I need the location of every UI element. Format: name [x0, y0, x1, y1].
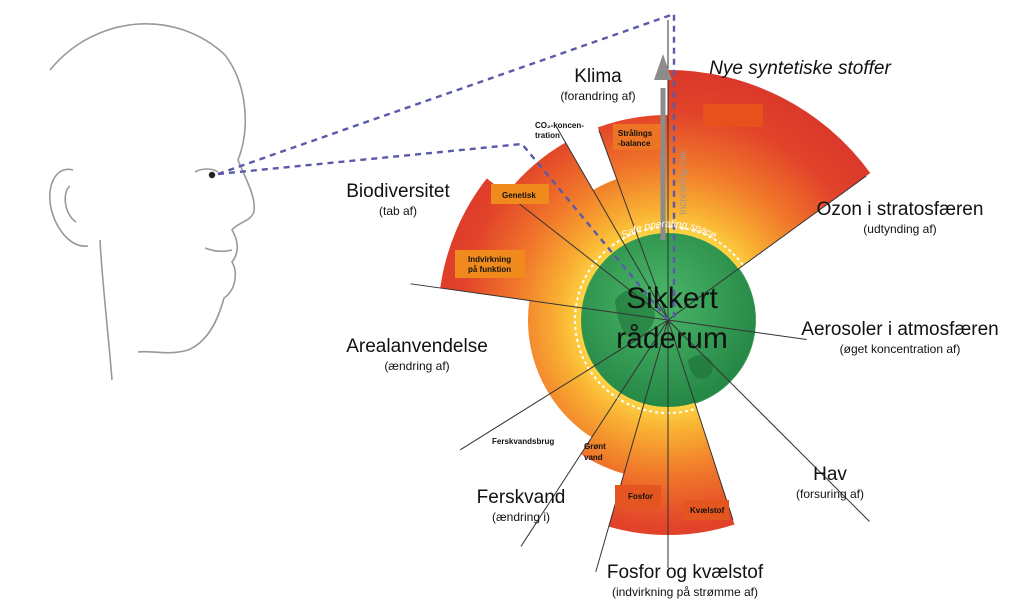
nye-syntetiske-title: Nye syntetiske stoffer [709, 58, 891, 79]
ferskvand-subtitle: (ændring i) [492, 510, 550, 524]
small-labels: CO₂-koncen- tration Strålings -balance G… [468, 121, 725, 515]
divider-line [667, 319, 870, 522]
eye-icon [208, 171, 216, 179]
increasing-risk-text: Increasing risk [678, 150, 689, 215]
klima-subtitle: (forandring af) [560, 89, 635, 103]
ozon-subtitle: (udtynding af) [863, 222, 936, 236]
center-title-line2: råderum [616, 322, 728, 355]
divider-line [667, 175, 867, 321]
divider-line [556, 127, 669, 321]
boundary-labels: Klima (forandring af) Nye syntetiske sto… [346, 58, 999, 599]
divider-line [598, 130, 669, 321]
biodiversitet-title: Biodiversitet [346, 181, 450, 202]
biodiversitet-subtitle: (tab af) [379, 204, 417, 218]
fosfor-kvaelstof-subtitle: (indvirkning på strømme af) [612, 585, 758, 599]
increasing-risk-arrow [654, 54, 672, 240]
klima-title: Klima [574, 66, 622, 87]
fosfor-box [615, 485, 661, 507]
genetisk-box [491, 184, 549, 204]
arealanvendelse-subtitle: (ændring af) [384, 359, 449, 373]
genetisk-label: Genetisk [502, 191, 536, 200]
ferskvand-title: Ferskvand [477, 487, 566, 508]
center-title-line1: Sikkert [626, 282, 718, 315]
ozon-title: Ozon i stratosfæren [817, 199, 984, 220]
divider-line [494, 184, 669, 321]
novel-entities-box [703, 104, 763, 127]
hav-subtitle: (forsuring af) [796, 487, 864, 501]
kvaelstof-label: Kvælstof [690, 506, 725, 515]
divider-line [410, 283, 669, 321]
fosfor-kvaelstof-title: Fosfor og kvælstof [607, 562, 764, 583]
hav-title: Hav [813, 464, 847, 485]
stralingsbalance-label: Strålings [618, 129, 653, 138]
divider-line [595, 319, 669, 572]
divider-line [520, 319, 669, 547]
divider-line [667, 319, 807, 340]
stralingsbalance-label-2: -balance [618, 139, 651, 148]
gront-vand-label: Grønt [584, 442, 606, 451]
indvirkning-box [455, 250, 525, 278]
kvaelstof-box [683, 500, 729, 520]
aerosoler-title: Aerosoler i atmosfæren [801, 319, 998, 340]
fosfor-label: Fosfor [628, 492, 653, 501]
divider-line [459, 319, 669, 451]
indvirkning-label: Indvirkning [468, 255, 511, 264]
indvirkning-label-2: på funktion [468, 265, 511, 274]
ferskvandsbrug-label: Ferskvandsbrug [492, 437, 554, 446]
face-profile-illustration [48, 23, 256, 381]
arealanvendelse-title: Arealanvendelse [346, 336, 488, 357]
co2-label: CO₂-koncen- [535, 121, 584, 130]
stralingsbalance-box [613, 124, 661, 150]
gront-vand-label-2: vand [584, 453, 603, 462]
sight-lines [217, 12, 676, 321]
aerosoler-subtitle: (øget koncentration af) [840, 342, 961, 356]
divider-line [667, 319, 734, 520]
co2-label-2: tration [535, 131, 560, 140]
